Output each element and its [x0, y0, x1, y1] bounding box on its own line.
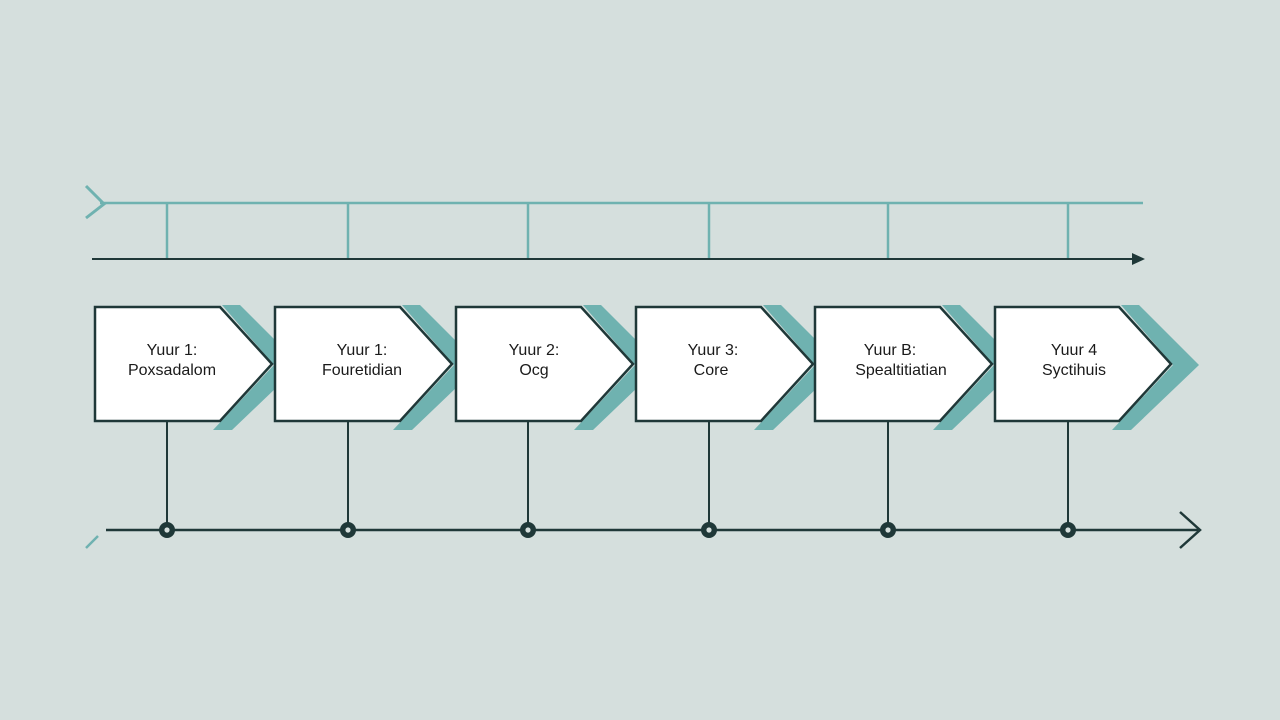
step-3-label: Ocg [519, 362, 548, 379]
step-5-year: Yuur B: [864, 342, 916, 359]
top-rail-ticks [165, 203, 1070, 258]
step-4-label: Core [694, 362, 729, 379]
step-5-box [813, 305, 994, 423]
middle-rail [92, 253, 1145, 265]
step-4-year: Yuur 3: [688, 342, 739, 359]
step-2-year: Yuur 1: [337, 342, 388, 359]
step-3-year: Yuur 2: [509, 342, 560, 359]
timeline-node-inner [164, 527, 170, 533]
step-2-label: Fouretidian [322, 362, 402, 379]
connectors [166, 420, 1069, 528]
bottom-timeline-arrow-icon [1179, 511, 1202, 549]
timeline-node-inner [345, 527, 351, 533]
top-rail [84, 184, 1143, 258]
step-6-label: Syctihuis [1042, 362, 1106, 379]
timeline-node [159, 522, 175, 538]
steps: Yuur 1: Poxsadalom Yuur 1: Fouretidian Y… [93, 305, 1199, 430]
step-2-box [273, 305, 454, 423]
step-6-box [993, 305, 1173, 423]
timeline-node-inner [885, 527, 891, 533]
step-6-teal-shadow [1112, 305, 1199, 430]
middle-rail-arrow-icon [1132, 253, 1145, 265]
step-1-year: Yuur 1: [147, 342, 198, 359]
timeline-node [1060, 522, 1076, 538]
step-2-chevron: Yuur 1: Fouretidian [273, 305, 480, 430]
step-1-label: Poxsadalom [128, 362, 216, 379]
timeline-nodes [159, 522, 1076, 538]
bottom-timeline-left-tick [85, 535, 99, 549]
step-1-box [93, 305, 274, 423]
step-6-year: Yuur 4 [1051, 342, 1097, 359]
step-5-label: Spealtitiatian [855, 362, 947, 379]
step-4-box [634, 305, 815, 423]
timeline-node [880, 522, 896, 538]
timeline-node-inner [525, 527, 531, 533]
timeline-node [340, 522, 356, 538]
timeline-node-inner [706, 527, 712, 533]
timeline-node-inner [1065, 527, 1071, 533]
step-6-chevron: Yuur 4 Syctihuis [993, 305, 1199, 430]
bottom-timeline [85, 511, 1202, 549]
timeline-node [701, 522, 717, 538]
timeline-node [520, 522, 536, 538]
step-3-box [454, 305, 635, 423]
